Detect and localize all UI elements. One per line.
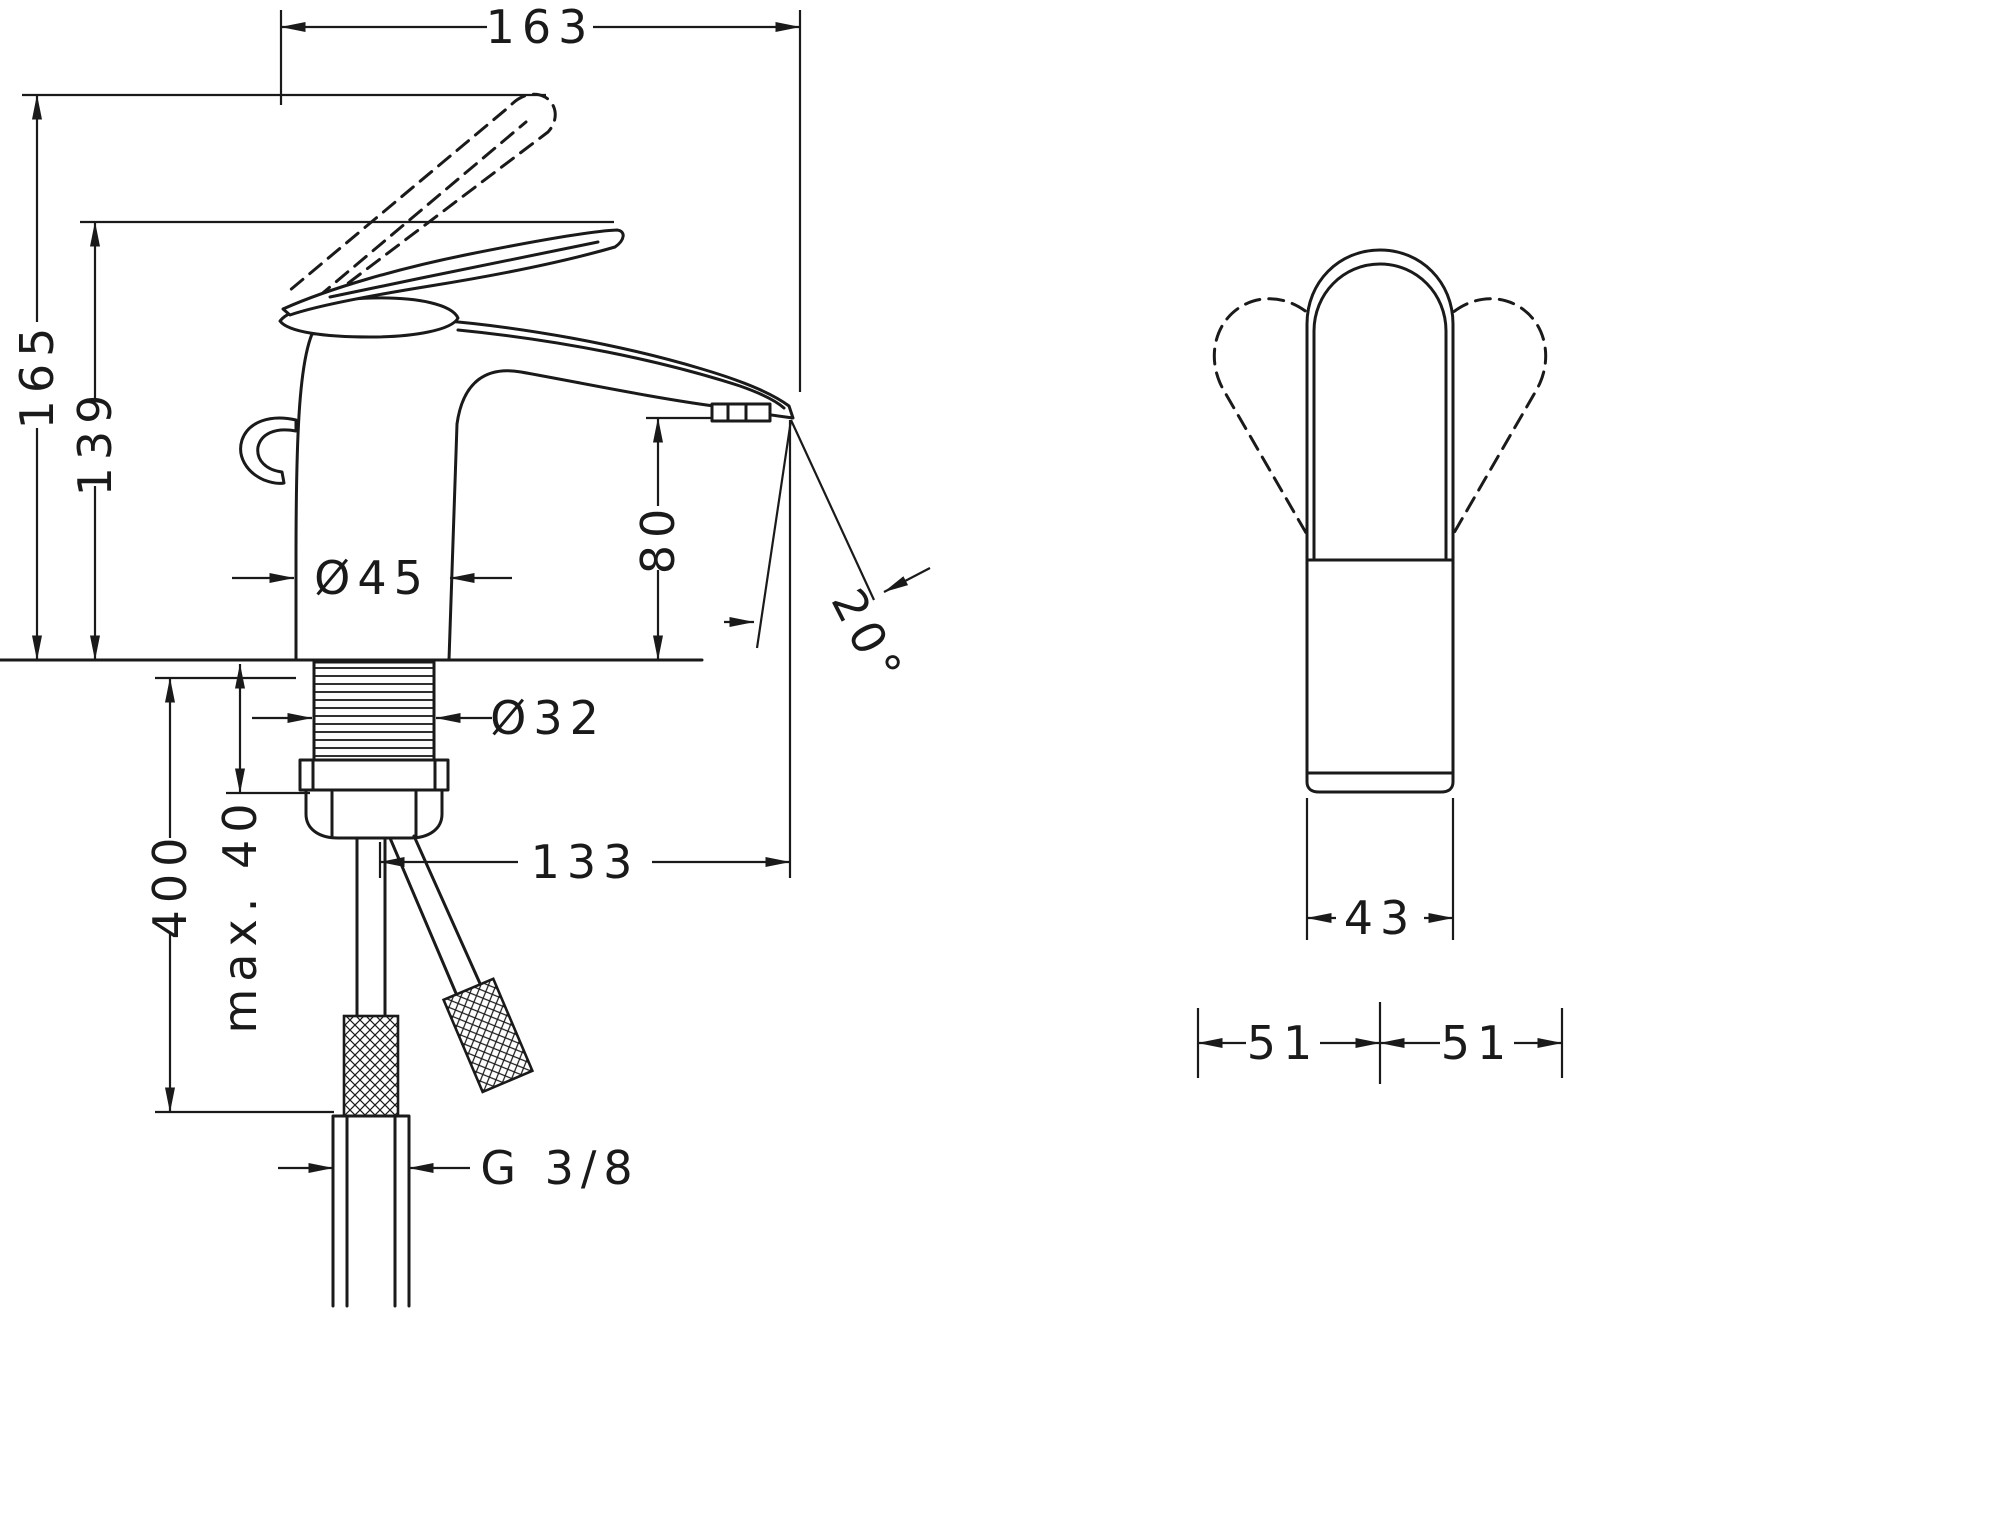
leader-line (883, 567, 931, 593)
handle-lever-crease (328, 240, 600, 299)
hose-straight (355, 836, 387, 1018)
handle-swing-right-dashed (1328, 297, 1548, 576)
handle-raised-crease (316, 120, 528, 299)
dim-spout-reach: 133 (378, 420, 792, 889)
handle-lever (281, 228, 625, 317)
dim-label-handle-height: 139 (68, 388, 122, 497)
dim-overall-height: 165 (10, 93, 546, 661)
faucet-front-body (1305, 248, 1455, 794)
dim-label-overall-height: 165 (10, 321, 64, 430)
angle-line (790, 419, 875, 601)
aerator (710, 402, 772, 423)
dim-handle-swing: 51 51 (1196, 1002, 1564, 1084)
dim-connection-thread: G 3/8 (278, 1141, 639, 1195)
side-view: 163 165 139 Ø45 (0, 0, 931, 1308)
spout-top-edge-line (456, 328, 786, 410)
dim-label-connection-thread: G 3/8 (480, 1141, 639, 1195)
below-counter-assembly (298, 660, 535, 1308)
hose-straight-fitting (342, 1014, 400, 1118)
popup-rod-knob (239, 416, 298, 485)
dim-label-handle-swing-left: 51 (1247, 1016, 1320, 1070)
mounting-nut (304, 788, 444, 840)
dim-spout-angle: 20° (724, 419, 931, 696)
handle-raised-dashed (287, 92, 557, 314)
dim-label-spout-angle: 20° (821, 580, 916, 696)
handle-front-contour (1312, 262, 1448, 560)
angle-line (755, 419, 793, 649)
dim-overall-width: 163 (279, 0, 802, 392)
dim-max-counter-thickness: max. 40 (213, 663, 310, 1034)
dim-base-diameter: Ø45 (232, 551, 512, 605)
front-view: 43 51 51 (1196, 248, 1564, 1084)
connection-pipe (331, 1114, 411, 1308)
washer-edges (311, 758, 437, 792)
dim-label-max-counter-thickness: max. 40 (213, 797, 267, 1034)
threaded-shank (312, 660, 436, 762)
aerator-ticks (726, 402, 748, 423)
faucet-body-spout (294, 318, 795, 662)
dim-connection-length: 400 (143, 676, 334, 1114)
dim-label-shank-diameter: Ø32 (490, 691, 606, 745)
dim-label-overall-width: 163 (486, 0, 595, 54)
dim-label-body-width: 43 (1344, 891, 1417, 945)
dim-label-spout-outlet-height: 80 (631, 502, 685, 575)
dim-shank-diameter: Ø32 (252, 691, 606, 745)
dimensions-front-view: 43 51 51 (1196, 798, 1564, 1084)
dim-spout-outlet-height: 80 (631, 416, 712, 661)
dim-handle-height: 139 (68, 220, 614, 661)
dim-label-base-diameter: Ø45 (314, 551, 430, 605)
dim-label-spout-reach: 133 (531, 835, 640, 889)
dim-label-connection-length: 400 (143, 831, 197, 940)
mounting-nut-facets (330, 790, 418, 838)
dim-body-width: 43 (1305, 798, 1455, 945)
aerator-body (710, 402, 772, 423)
dim-label-handle-swing-right: 51 (1441, 1016, 1514, 1070)
handle-raised-outline (287, 92, 557, 314)
hose-angled (388, 834, 484, 1000)
hose-angled-fitting (441, 977, 535, 1094)
washer-flange (298, 758, 450, 792)
